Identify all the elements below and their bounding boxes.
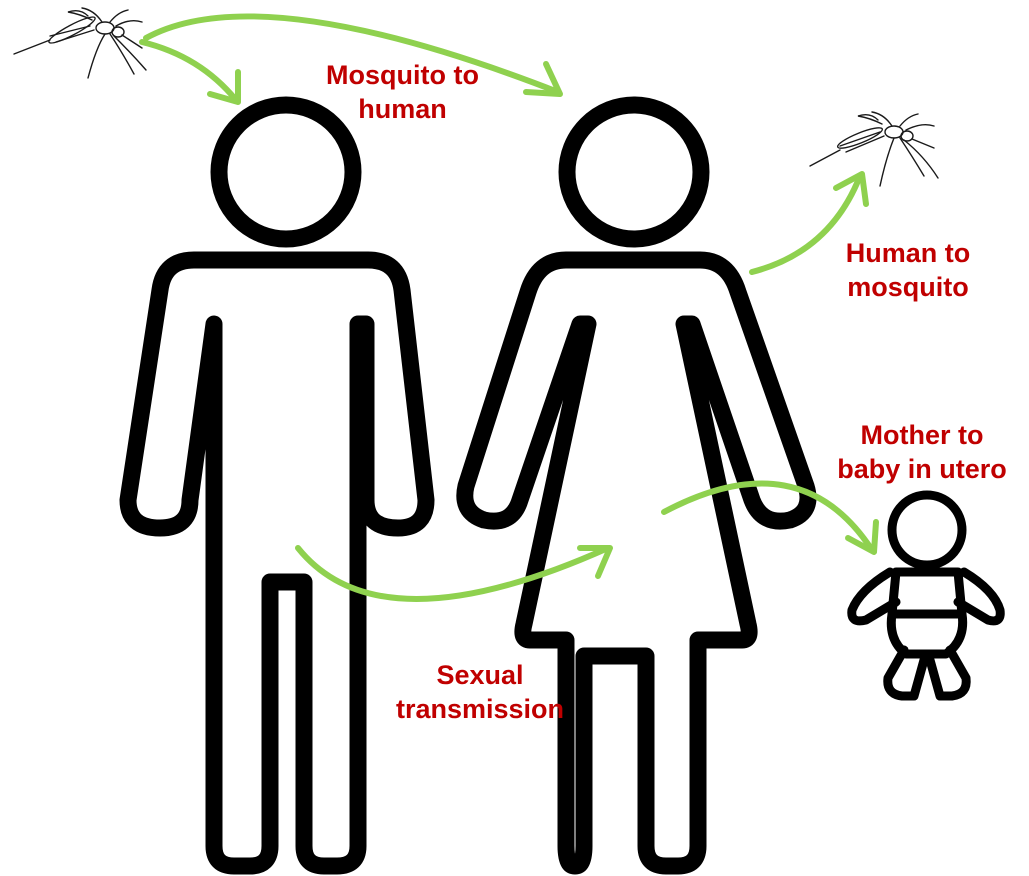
label-mosquito-to-human: Mosquito to human <box>295 58 510 126</box>
man-icon <box>128 105 426 866</box>
arrow-icon <box>298 548 610 599</box>
arrow-icon <box>142 42 238 102</box>
label-mother-to-baby: Mother to baby in utero <box>815 418 1029 486</box>
mosquito-icon <box>14 8 146 78</box>
label-human-to-mosquito: Human to mosquito <box>818 236 998 304</box>
label-sexual-transmission: Sexual transmission <box>390 658 570 726</box>
mosquito-icon <box>810 112 938 186</box>
